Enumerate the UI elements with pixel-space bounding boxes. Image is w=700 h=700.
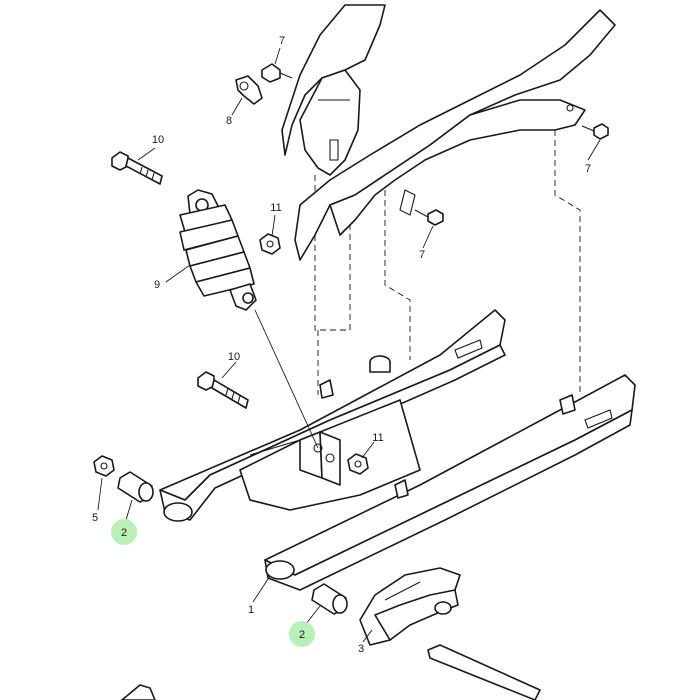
small-bracket-bottom bbox=[121, 684, 156, 700]
chain-guard-3 bbox=[359, 567, 541, 700]
leader-lines bbox=[97, 47, 601, 643]
callout-11-lower: 11 bbox=[372, 432, 383, 444]
clamp-8 bbox=[235, 75, 263, 105]
bolt-10-top bbox=[111, 151, 163, 185]
bolt-7-top bbox=[261, 63, 293, 83]
collar-2-left bbox=[117, 471, 154, 503]
rear-fender bbox=[281, 4, 386, 176]
callout-3: 3 bbox=[358, 643, 364, 655]
callout-2-right: 2 bbox=[299, 629, 305, 641]
frame-outline-dashed bbox=[314, 130, 581, 395]
shock-absorber-9 bbox=[179, 189, 257, 311]
nut-5 bbox=[93, 455, 115, 477]
highlight-marker-2-left bbox=[111, 519, 137, 545]
rear-frame bbox=[294, 9, 616, 261]
bolt-10-lower bbox=[197, 371, 249, 409]
callout-1: 1 bbox=[248, 604, 254, 616]
callout-7-right: 7 bbox=[585, 163, 591, 175]
swingarm bbox=[159, 309, 636, 591]
collar-2-right bbox=[311, 583, 348, 615]
nut-11-lower bbox=[347, 453, 369, 475]
callout-10-lower: 10 bbox=[228, 351, 240, 363]
highlight-marker-2-right bbox=[289, 621, 315, 647]
callout-5: 5 bbox=[92, 512, 98, 524]
nut-11-top bbox=[259, 233, 281, 255]
bolt-7-right bbox=[581, 123, 609, 140]
callout-7-top: 7 bbox=[279, 35, 285, 47]
callout-8: 8 bbox=[226, 115, 232, 127]
callout-7-mid: 7 bbox=[419, 249, 425, 261]
bolt-7-mid bbox=[414, 209, 444, 226]
callout-2-left: 2 bbox=[121, 527, 127, 539]
callout-11-top: 11 bbox=[270, 202, 281, 214]
callout-9: 9 bbox=[154, 279, 160, 291]
callout-10-top: 10 bbox=[152, 134, 164, 146]
